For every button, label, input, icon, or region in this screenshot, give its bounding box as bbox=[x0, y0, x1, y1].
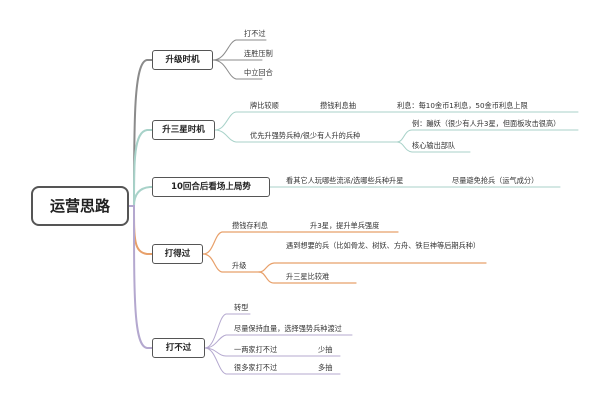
edge-root-b2 bbox=[128, 129, 153, 207]
topic-transform[interactable]: 转型 bbox=[234, 303, 249, 312]
branch-three-star-timing[interactable]: 升三星时机 bbox=[152, 120, 215, 140]
root-node[interactable]: 运营思路 bbox=[31, 186, 129, 226]
topic-save-interest-win[interactable]: 攒钱存利息 bbox=[232, 221, 268, 230]
topic-win-streak[interactable]: 连胜压制 bbox=[244, 49, 273, 58]
topic-roll-more[interactable]: 多抽 bbox=[318, 363, 333, 372]
topic-wanted-units[interactable]: 遇到想要的兵（比如骨龙、树妖、方舟、铁巨神等后期兵种） bbox=[286, 241, 481, 250]
topic-interest-rule[interactable]: 利息：每10金币1利息，50金币利息上限 bbox=[397, 101, 528, 110]
topic-few-opponents[interactable]: 一两家打不过 bbox=[234, 345, 278, 354]
topic-watch-others[interactable]: 看其它人玩哪些流派/选哪些兵种升星 bbox=[286, 176, 404, 185]
topic-three-star-strength[interactable]: 升3星，提升单兵强度 bbox=[310, 221, 380, 230]
topic-roll-less[interactable]: 少抽 bbox=[318, 345, 333, 354]
topic-many-opponents[interactable]: 很多家打不过 bbox=[234, 363, 278, 372]
topic-priority-units[interactable]: 优先升强势兵种/很少有人升的兵种 bbox=[250, 131, 361, 140]
topic-core-output[interactable]: 核心输出部队 bbox=[412, 141, 456, 150]
topic-cannot-win[interactable]: 打不过 bbox=[244, 29, 266, 38]
branch-cannot-win[interactable]: 打不过 bbox=[152, 338, 205, 358]
edge-root-b5 bbox=[128, 205, 153, 349]
topic-neutral-round[interactable]: 中立回合 bbox=[244, 68, 273, 77]
topic-smooth-cards[interactable]: 牌比较顺 bbox=[250, 101, 279, 110]
topic-keep-hp[interactable]: 尽量保持血量，选择强势兵种渡过 bbox=[234, 324, 342, 333]
branch-can-win[interactable]: 打得过 bbox=[152, 244, 203, 264]
topic-three-star-hard[interactable]: 升三星比较难 bbox=[286, 272, 330, 281]
edge-root-b4 bbox=[128, 205, 153, 255]
topic-avoid-contest[interactable]: 尽量避免抢兵（运气成分） bbox=[452, 176, 539, 185]
edge-root-b1 bbox=[128, 59, 153, 207]
branch-upgrade-timing[interactable]: 升级时机 bbox=[152, 50, 213, 70]
branch-after-round-10[interactable]: 10回合后看场上局势 bbox=[152, 177, 270, 197]
topic-example-unit[interactable]: 例：蹦妖（很少有人升3星，但面板攻击很高） bbox=[412, 119, 561, 128]
edge-root-b3 bbox=[128, 186, 153, 207]
topic-save-interest[interactable]: 攒钱利息抽 bbox=[320, 101, 356, 110]
topic-level-up[interactable]: 升级 bbox=[232, 261, 247, 270]
